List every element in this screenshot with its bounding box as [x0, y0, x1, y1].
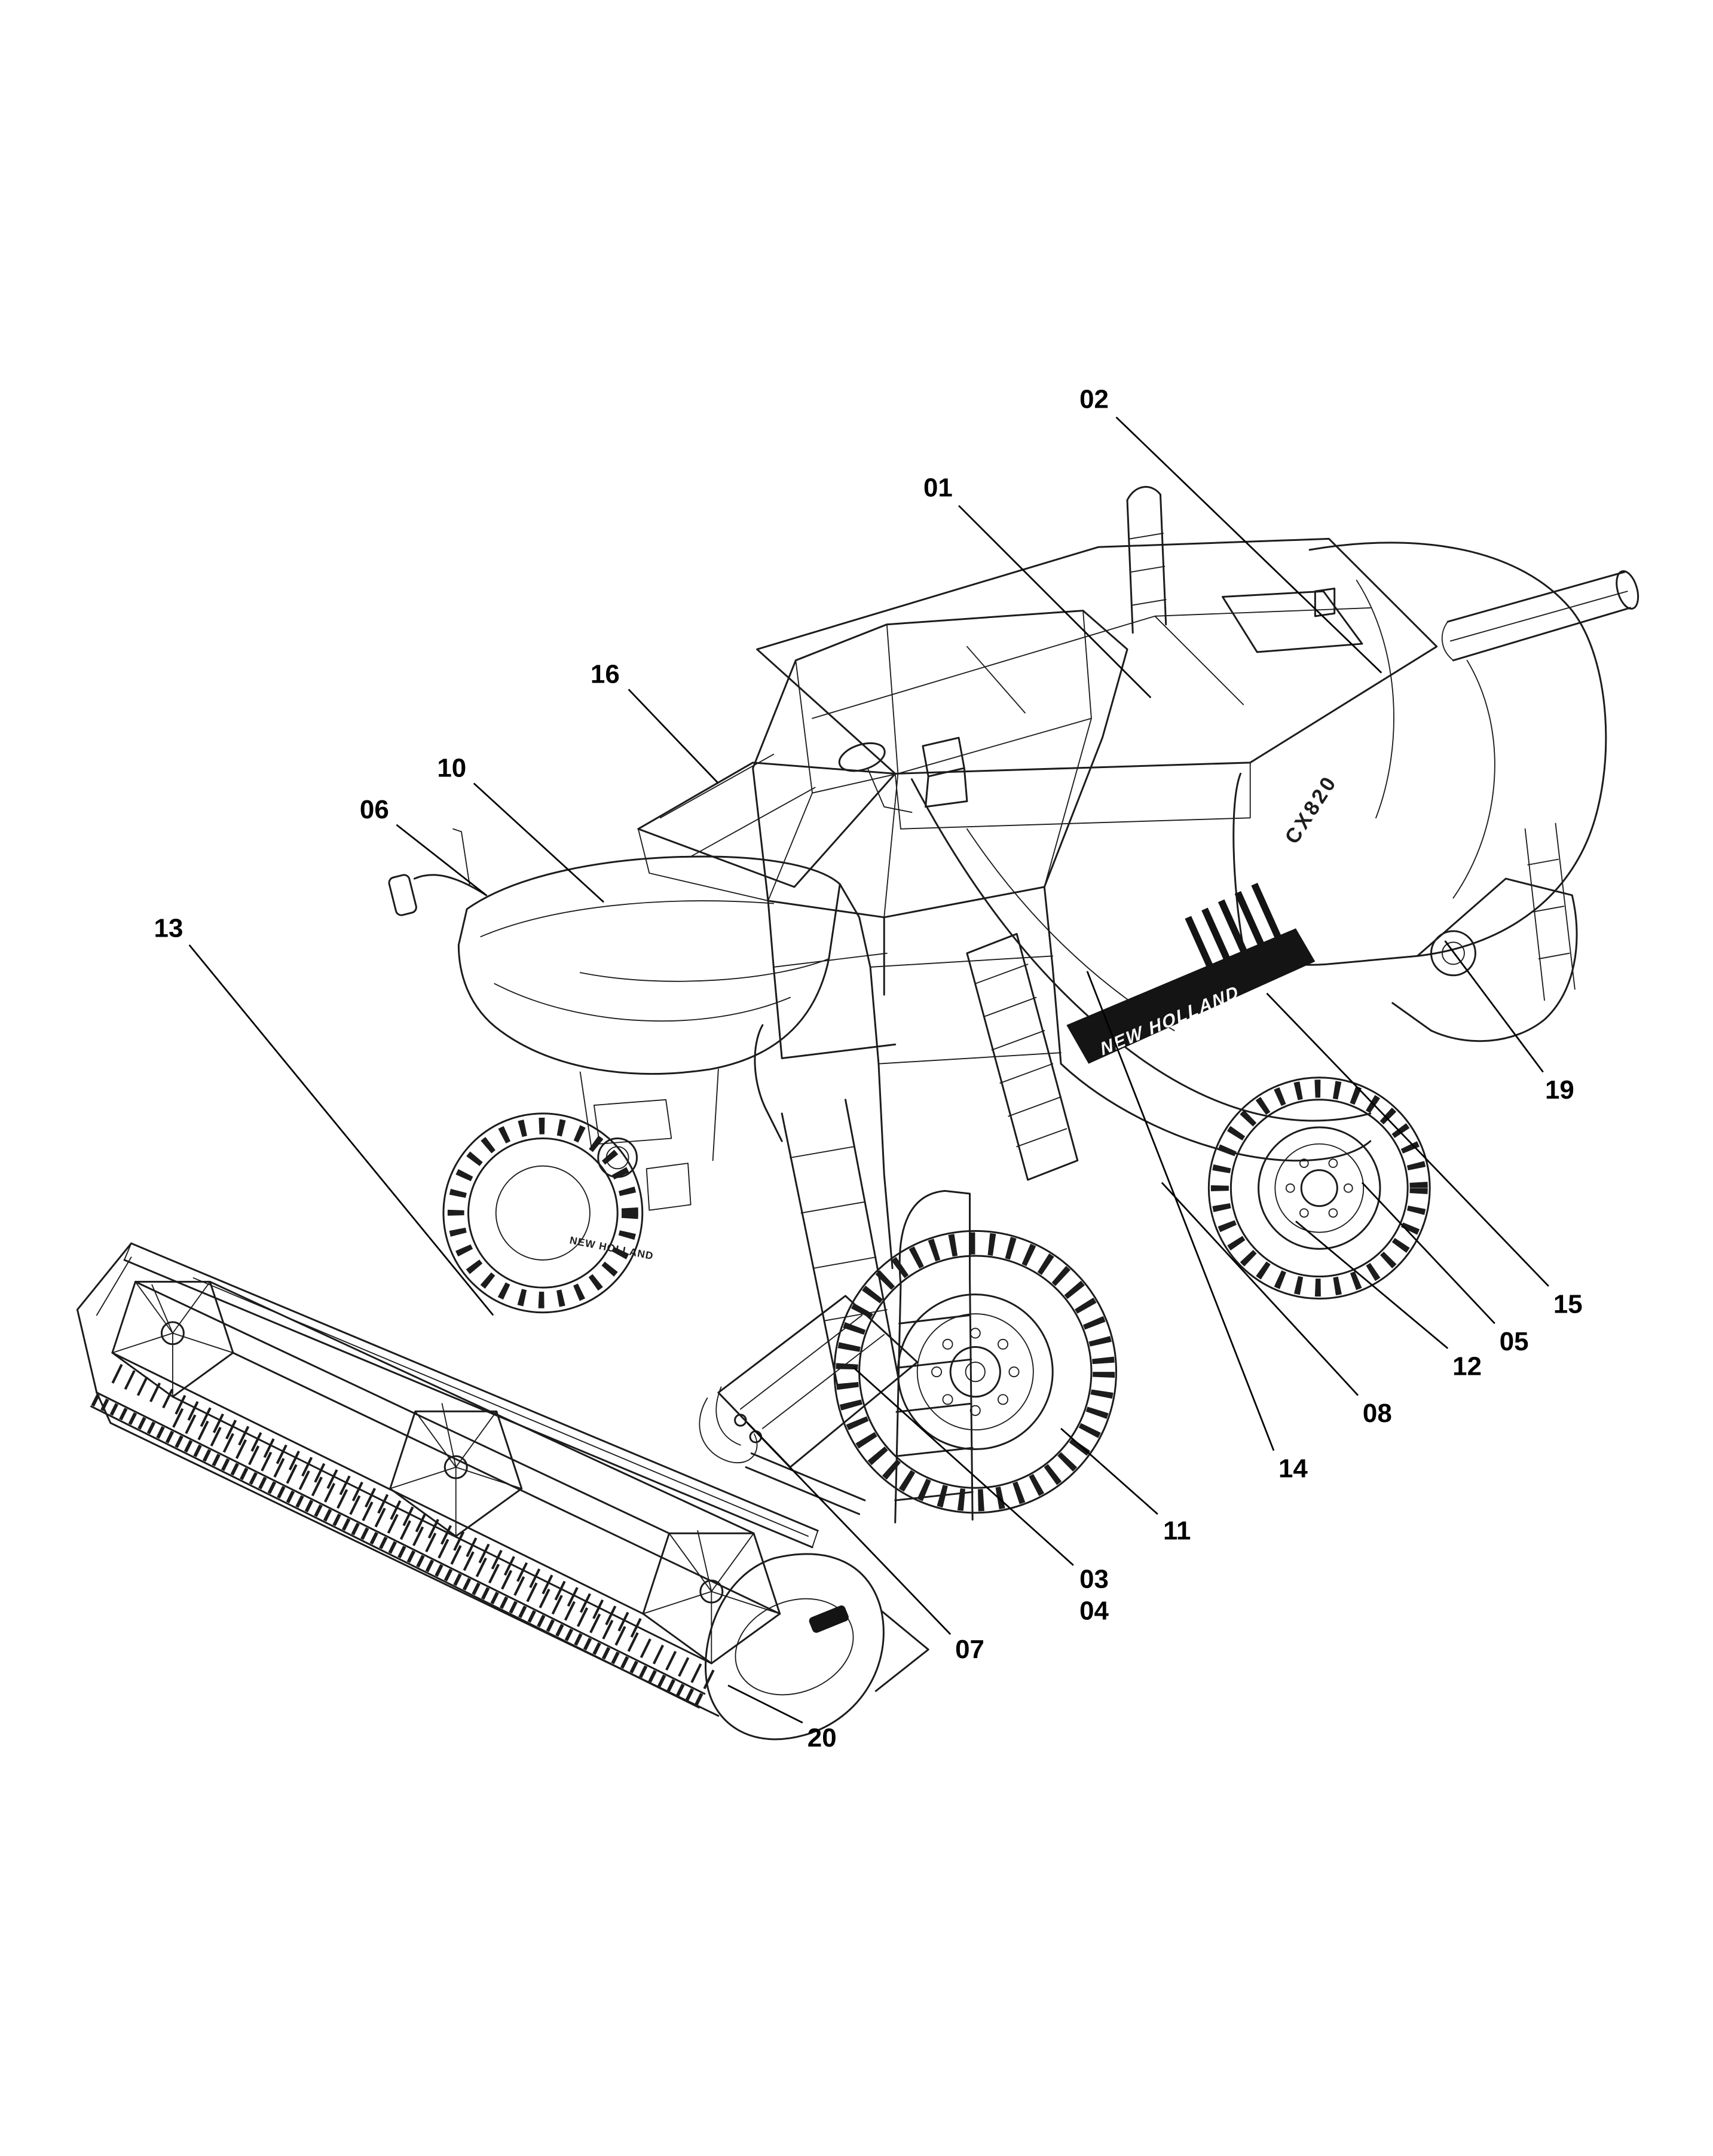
tank-hatch — [1221, 590, 1363, 653]
callout-label-16: 16 — [591, 659, 620, 689]
rear-hub — [1300, 1169, 1338, 1207]
callout-leader-01 — [958, 504, 1152, 699]
brand-decal-band — [1066, 928, 1316, 1064]
tank-handrail — [1126, 493, 1167, 634]
callout-leader-08 — [1161, 1182, 1359, 1396]
handrail — [754, 1024, 783, 1142]
callout-leader-06 — [396, 824, 487, 896]
header-end-shield — [705, 1553, 929, 1741]
left-front-wheel — [442, 1112, 644, 1314]
unloading-auger — [1441, 570, 1639, 662]
rear-tire-outline — [1207, 1077, 1431, 1300]
operator-seat — [922, 736, 968, 808]
wiper — [966, 646, 1026, 714]
callout-label-14: 14 — [1278, 1454, 1308, 1483]
callout-leader-10 — [473, 782, 604, 903]
right-divider — [874, 1610, 929, 1692]
callout-label-03: 03 — [1079, 1564, 1109, 1594]
callout-leader-12 — [1295, 1221, 1449, 1349]
rear-body — [1232, 542, 1607, 1042]
rear-wheel — [1207, 1077, 1431, 1300]
callout-label-10: 10 — [437, 754, 466, 783]
callout-label-06: 06 — [360, 795, 389, 824]
beacon — [1314, 588, 1336, 617]
rear-final-drive — [1430, 930, 1476, 977]
operator-platform — [754, 900, 899, 1386]
antenna — [452, 828, 470, 886]
callout-leader-11 — [1060, 1427, 1158, 1515]
model-decal-text: CX820 — [1281, 771, 1342, 848]
front-rim — [897, 1293, 1054, 1451]
callout-label-02: 02 — [1079, 384, 1109, 414]
left-divider — [76, 1242, 133, 1394]
callout-leader-07 — [747, 1422, 952, 1635]
ladder-handrail — [898, 1189, 971, 1286]
cab — [752, 610, 1128, 919]
callout-leader-15 — [1266, 992, 1549, 1287]
brand-decal-small: NEW HOLLAND — [568, 1234, 654, 1262]
callout-label-11: 11 — [1163, 1516, 1191, 1545]
callout-label-13: 13 — [154, 914, 183, 943]
callout-leader-20 — [727, 1684, 803, 1724]
callout-label-07: 07 — [955, 1635, 984, 1664]
rear-rim — [1258, 1126, 1381, 1250]
callout-leader-13 — [188, 944, 494, 1316]
mirror-assembly — [388, 828, 488, 916]
front-wheel — [833, 1230, 1118, 1514]
reel-spider-middle — [389, 1410, 523, 1537]
front-ladder — [894, 1189, 974, 1524]
callout-leader-16 — [628, 689, 719, 784]
callout-leader-03 — [853, 1367, 1074, 1566]
callout-leader-14 — [1086, 971, 1275, 1451]
front-hub — [949, 1346, 1001, 1398]
steering-wheel — [838, 742, 886, 772]
callout-label-08: 08 — [1363, 1399, 1392, 1428]
callout-label-04: 04 — [1079, 1596, 1109, 1625]
stair-rails — [781, 1099, 899, 1386]
tank-extension-panel — [637, 754, 897, 901]
reel-spider-right — [642, 1532, 781, 1665]
front-body — [839, 883, 1079, 1270]
shield-decal — [809, 1605, 849, 1633]
callout-label-19: 19 — [1545, 1075, 1574, 1105]
callout-label-01: 01 — [923, 473, 953, 502]
grain-elevator — [966, 932, 1079, 1181]
mirror-glass — [388, 874, 417, 916]
callout-leader-19 — [1444, 940, 1544, 1073]
front-tire-outline — [833, 1230, 1118, 1514]
grain-tank — [756, 486, 1438, 830]
front-hood — [457, 855, 841, 1161]
lift-cylinder — [745, 1452, 866, 1515]
coupler — [734, 1414, 747, 1427]
callout-label-15: 15 — [1553, 1289, 1583, 1319]
callout-label-20: 20 — [807, 1723, 837, 1753]
grain-header — [76, 1242, 929, 1741]
callout-label-05: 05 — [1500, 1327, 1529, 1356]
callout-label-12: 12 — [1452, 1351, 1482, 1381]
callout-leader-05 — [1361, 1182, 1495, 1325]
callout-leader-02 — [1115, 417, 1382, 674]
reel-spider-left — [111, 1280, 234, 1398]
hydraulic-hoses — [699, 1386, 763, 1463]
